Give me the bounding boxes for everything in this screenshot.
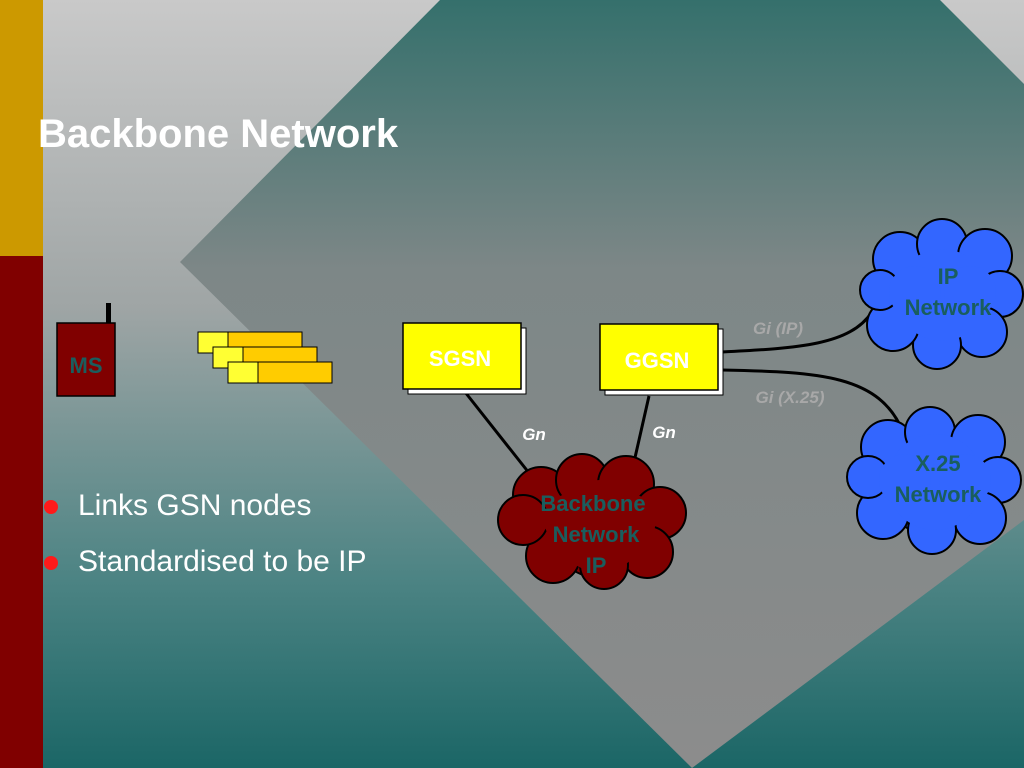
ggsn-label: GGSN (625, 348, 690, 373)
maroon-side-bar (0, 256, 43, 768)
ms-body (56, 322, 116, 397)
backbone-cloud-line-2: Network (553, 522, 641, 547)
gi-x25-label: Gi (X.25) (756, 388, 825, 407)
bullet-text-1: Links GSN nodes (78, 489, 312, 522)
ggsn-node: GGSN (599, 323, 724, 396)
ip-network-cloud: IP Network (859, 218, 1024, 370)
link-sgsn-backbone (463, 391, 535, 479)
bullet-list: Links GSN nodes Standardised to be IP (44, 482, 367, 594)
sgsn-label: SGSN (429, 346, 491, 371)
x25-cloud-line-2: Network (895, 482, 983, 507)
backbone-cloud-line-3: IP (586, 553, 607, 578)
ms-antenna (106, 303, 111, 325)
gn-left-label: Gn (522, 425, 546, 444)
sgsn-node: SGSN (402, 322, 527, 395)
ms-label: MS (70, 353, 103, 378)
bullet-dot-icon (44, 500, 58, 514)
link-ggsn-ip (721, 311, 874, 354)
base-station-stack-icon (197, 331, 333, 384)
ip-cloud-line-1: IP (938, 264, 959, 289)
gi-ip-label: Gi (IP) (753, 319, 803, 338)
bullet-dot-icon (44, 556, 58, 570)
backbone-cloud-line-1: Backbone (540, 491, 645, 516)
link-ggsn-x25 (721, 368, 905, 433)
x25-network-cloud: X.25 Network (846, 406, 1022, 555)
x25-cloud-line-1: X.25 (915, 451, 960, 476)
links (463, 311, 905, 479)
gn-right-label: Gn (652, 423, 676, 442)
bullet-text-2: Standardised to be IP (78, 545, 367, 578)
bullet-item-2: Standardised to be IP (44, 538, 367, 594)
ms-handset: MS (56, 303, 116, 397)
link-ggsn-backbone (632, 395, 651, 463)
bullet-item-1: Links GSN nodes (44, 482, 367, 538)
gold-side-bar (0, 0, 43, 256)
slide-title: Backbone Network (38, 112, 399, 156)
ip-cloud-line-2: Network (905, 295, 993, 320)
backbone-network-cloud: Backbone Network IP (497, 453, 687, 590)
